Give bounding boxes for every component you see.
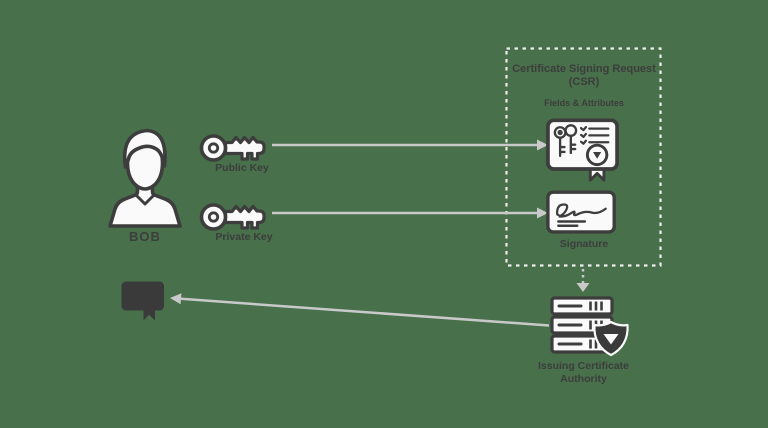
issuing-ca-label: Issuing Certificate Authority [537, 360, 630, 385]
arrow-public-key-to-csr [272, 139, 548, 151]
arrow-private-key-to-csr [272, 207, 548, 219]
certificate-icon [546, 118, 619, 182]
signature-label: Signature [559, 238, 609, 250]
private-key-label: Private Key [215, 231, 273, 243]
public-key-label: Public Key [215, 162, 269, 174]
csr-dashed-box [505, 47, 662, 267]
csr-fields-attributes-label: Fields & Attributes [544, 98, 624, 108]
csr-box-title: Certificate Signing Request (CSR) [512, 63, 656, 88]
arrow-csr-to-ca [576, 269, 590, 292]
arrow-ca-to-bob [170, 293, 550, 327]
bob-person-icon [108, 128, 182, 228]
bob-label: BOB [129, 229, 161, 244]
issued-certificate-icon [121, 281, 164, 321]
private-key-icon [199, 203, 266, 231]
signature-icon [546, 190, 616, 234]
public-key-icon [199, 134, 266, 162]
ca-server-icon [550, 296, 629, 357]
